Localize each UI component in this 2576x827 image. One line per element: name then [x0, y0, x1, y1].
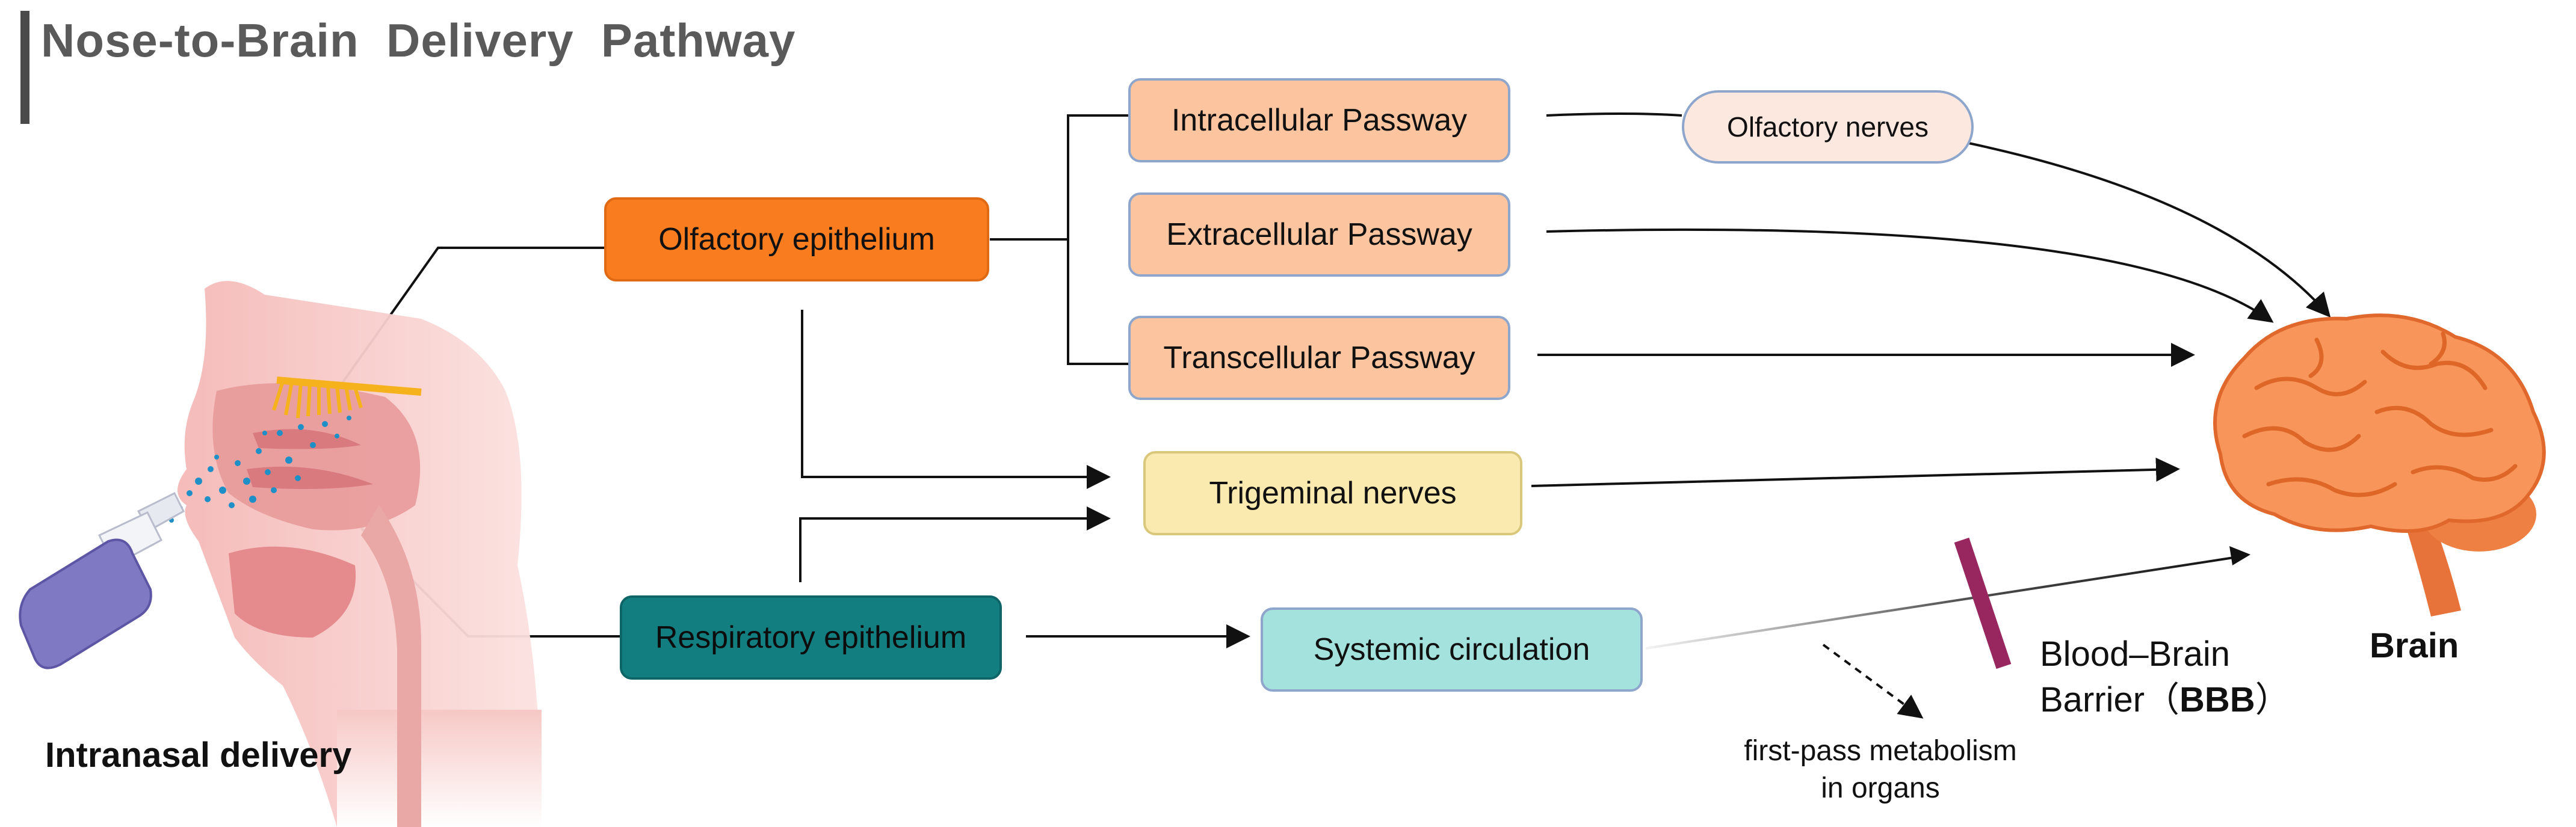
- diagram-title: Nose-to-Brain Delivery Pathway: [41, 14, 796, 67]
- extracellular-passway-node: Extracellular Passway: [1128, 192, 1510, 277]
- nerves-to-brain-arrow: [1968, 142, 2331, 318]
- trigeminal-to-brain-arrow: [1531, 457, 2180, 487]
- drug-particles-icon: [169, 416, 351, 523]
- brain-illustration: [2213, 313, 2546, 616]
- systemic-to-brain-arrow: [1645, 555, 2242, 650]
- olfactory-epithelium-node: Olfactory epithelium: [604, 197, 989, 281]
- neck-fade: [337, 710, 542, 827]
- olfactory-bulb-icon: [272, 377, 422, 419]
- brain-icon: [2213, 313, 2546, 533]
- respiratory-to-trigeminal-arrow: [799, 506, 1111, 582]
- bbb-label: Blood–Brain Barrier（BBB）: [2040, 632, 2290, 723]
- tongue-icon: [229, 546, 356, 638]
- bbb-label-line1: Blood–Brain: [2040, 635, 2230, 674]
- turbinate-icon-2: [247, 466, 373, 490]
- brain-label: Brain: [2370, 626, 2459, 665]
- systemic-circulation-node: Systemic circulation: [1261, 607, 1643, 692]
- nasal-cavity-icon: [212, 383, 421, 530]
- respiratory-epithelium-node: Respiratory epithelium: [620, 595, 1002, 680]
- pharynx-icon: [361, 505, 421, 827]
- intracellular-passway-node: Intracellular Passway: [1128, 78, 1510, 162]
- systemic-arrowhead: [2229, 546, 2250, 565]
- intracellular-to-nerves-line: [1546, 112, 1682, 117]
- bbb-label-abbrev: BBB: [2179, 680, 2255, 719]
- passway-bracket-line: [1067, 114, 1128, 365]
- transcellular-passway-node: Transcellular Passway: [1128, 316, 1510, 400]
- first-pass-arrow: [1822, 644, 1924, 719]
- first-pass-metabolism-label: first-pass metabolism in organs: [1721, 733, 2040, 807]
- bbb-label-prefix: Barrier（: [2040, 680, 2180, 719]
- olfactory-nerves-node: Olfactory nerves: [1682, 90, 1974, 164]
- bbb-barrier-bar: [1954, 537, 2012, 669]
- trigeminal-nerves-node: Trigeminal nerves: [1143, 451, 1522, 535]
- intranasal-delivery-label: Intranasal delivery: [45, 736, 352, 775]
- bbb-label-line2: Barrier（BBB）: [2040, 677, 2290, 723]
- title-accent-bar: [20, 11, 29, 124]
- olfactory-to-trigeminal-arrow: [801, 310, 1111, 489]
- nasal-cavity-illustration: [19, 281, 542, 827]
- first-pass-line2: in organs: [1821, 772, 1940, 804]
- first-pass-line1: first-pass metabolism: [1744, 735, 2017, 767]
- bbb-label-suffix: ）: [2255, 680, 2290, 719]
- brain-folds-icon: [2242, 331, 2518, 497]
- spray-bottle-icon: [19, 538, 152, 669]
- brain-stem-icon: [2404, 514, 2461, 616]
- extracellular-to-brain-arrow: [1546, 228, 2274, 323]
